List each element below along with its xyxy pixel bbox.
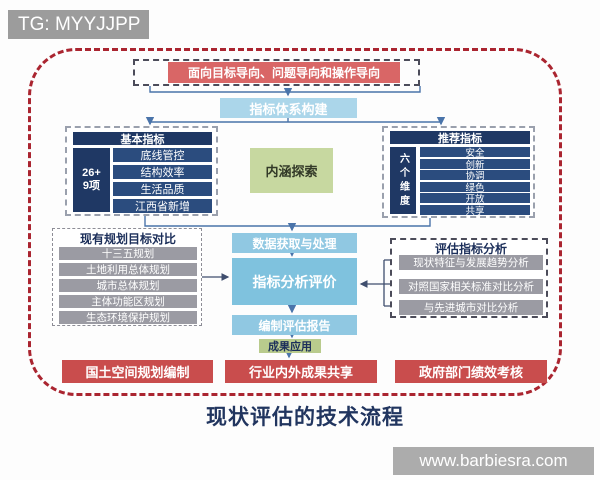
application-box: 成果应用 [259,339,321,353]
orientation-box: 面向目标导向、问题导向和操作导向 [168,62,400,83]
basic-item: 底线管控 [113,148,212,162]
system-build-box: 指标体系构建 [220,98,357,118]
count-line2: 9项 [82,180,101,192]
evaluation-item: 对照国家相关标准对比分析 [399,279,543,294]
recommended-item: 创新 [420,158,530,171]
existing-plan-item: 主体功能区规划 [59,295,197,308]
diagram-title: 现状评估的技术流程 [206,405,404,429]
basic-indicators-count: 26+ 9项 [73,148,110,212]
recommended-indicators-group: 推荐指标 六个维度 安全 创新 协调 绿色 开放 共享 [382,126,535,218]
basic-indicators-group: 基本指标 26+ 9项 底线管控 结构效率 生活品质 江西省新增 [65,126,218,216]
output-results-sharing: 行业内外成果共享 [225,360,377,383]
site-watermark: www.barbiesra.com [393,447,594,475]
count-line1: 26+ [82,167,101,179]
output-performance-assessment: 政府部门绩效考核 [395,360,547,383]
evaluation-item: 与先进城市对比分析 [399,300,543,315]
existing-plan-item: 生态环境保护规划 [59,311,197,324]
evaluation-analysis-group: 评估指标分析 现状特征与发展趋势分析 对照国家相关标准对比分析 与先进城市对比分… [390,238,548,318]
connotation-box: 内涵探索 [250,148,333,193]
red-dashed-frame [28,48,562,396]
existing-plan-item: 土地利用总体规划 [59,263,197,276]
existing-plan-item: 城市总体规划 [59,279,197,292]
recommended-item: 开放 [420,193,530,205]
evaluation-item: 现状特征与发展趋势分析 [399,255,543,270]
data-processing-box: 数据获取与处理 [232,233,357,253]
output-spatial-planning: 国土空间规划编制 [62,360,213,383]
recommended-indicators-header: 推荐指标 [390,131,530,145]
recommended-item: 安全 [420,147,530,159]
existing-plans-group: 现有规划目标对比 十三五规划 土地利用总体规划 城市总体规划 主体功能区规划 生… [52,228,202,326]
existing-plan-item: 十三五规划 [59,247,197,260]
six-dimensions-cell: 六个维度 [390,147,416,214]
tg-watermark-label: TG: MYYJJPP [8,10,149,39]
orientation-dashed-frame [133,59,420,86]
basic-item: 结构效率 [113,165,212,179]
recommended-item: 绿色 [420,181,530,194]
indicator-analysis-box: 指标分析评价 [232,258,357,305]
recommended-item: 协调 [420,170,530,182]
basic-item: 生活品质 [113,182,212,196]
basic-item: 江西省新增 [113,199,212,213]
existing-plans-header: 现有规划目标对比 [79,232,176,246]
evaluation-analysis-header: 评估指标分析 [434,241,507,256]
report-box: 编制评估报告 [232,315,357,335]
basic-indicators-header: 基本指标 [73,132,212,146]
recommended-item: 共享 [420,204,530,217]
